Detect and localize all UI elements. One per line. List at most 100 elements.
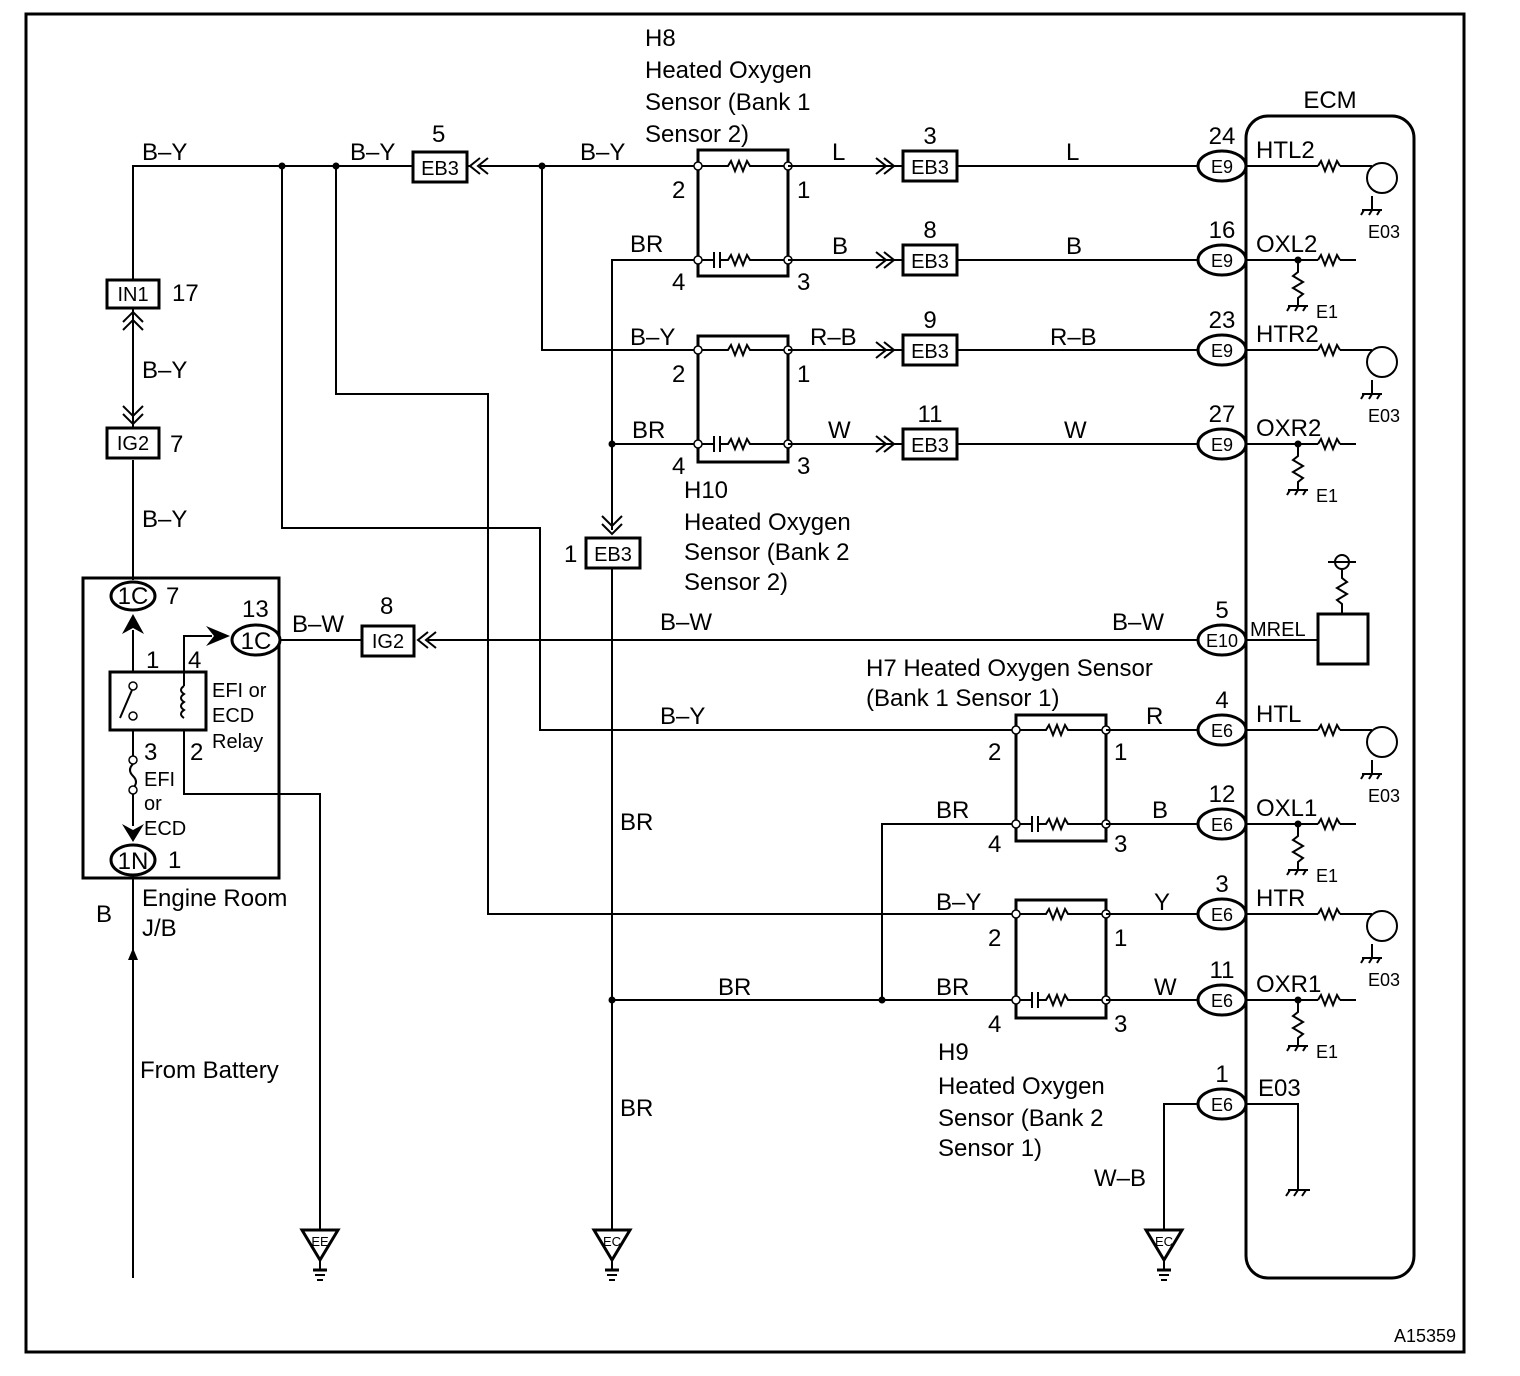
pin-number: 23 bbox=[1209, 307, 1236, 334]
wire-label: BR bbox=[620, 809, 653, 836]
ground-icon bbox=[1285, 1189, 1310, 1197]
ground-icon bbox=[1360, 957, 1382, 964]
connector-label: EB3 bbox=[594, 544, 632, 566]
connector-label: E9 bbox=[1211, 435, 1233, 455]
connector-label: EB3 bbox=[421, 158, 459, 180]
ecm-internals: E03HTL2E1OXL2E03HTR2E1OXR2E03HTLE1OXL1E0… bbox=[1246, 137, 1400, 1062]
wire-label: BR bbox=[936, 974, 969, 1001]
ecm-terminal-label: OXR1 bbox=[1256, 971, 1321, 998]
ecm-circuit-htl: E03 HTL bbox=[1246, 701, 1400, 806]
br-ground-bus: EB3 1 BR BR BR BR BR BR BR bbox=[564, 231, 1016, 1232]
relay-pin: 1 bbox=[146, 647, 159, 674]
ground-label: EC bbox=[603, 1234, 621, 1249]
relay-pin: 4 bbox=[188, 647, 201, 674]
fuse-label: or bbox=[144, 793, 162, 815]
sensor-id: H8 bbox=[645, 25, 676, 52]
sensor-id: H10 bbox=[684, 477, 728, 504]
ecm-terminal-label: MREL bbox=[1250, 619, 1306, 641]
connector-1n bbox=[109, 843, 157, 877]
ground-label: E1 bbox=[1316, 866, 1338, 886]
connector-label: IG2 bbox=[372, 631, 404, 653]
ecm-terminal-label: OXL1 bbox=[1256, 795, 1317, 822]
ecm-circuit-htl2: E03 HTL2 bbox=[1246, 137, 1400, 242]
pin-number: 24 bbox=[1209, 123, 1236, 150]
pin-number: 13 bbox=[242, 596, 269, 623]
ecm-terminal-label: HTL bbox=[1256, 701, 1301, 728]
connector-label: E9 bbox=[1211, 341, 1233, 361]
heater-resistor-icon bbox=[698, 342, 788, 358]
wire-label: B–Y bbox=[142, 139, 187, 166]
sensor-h8: H8 Heated Oxygen Sensor (Bank 1 Sensor 2… bbox=[645, 25, 812, 296]
connector-eb3-5 bbox=[411, 150, 469, 184]
ecm-terminal-label: HTL2 bbox=[1256, 137, 1315, 164]
fuse-icon bbox=[129, 763, 137, 789]
wire-label: B–W bbox=[292, 611, 344, 638]
wire-label: B bbox=[1152, 797, 1168, 824]
sensor-pin: 3 bbox=[797, 269, 810, 296]
sensor-pin: 1 bbox=[797, 177, 810, 204]
connector-label: EB3 bbox=[911, 435, 949, 457]
pin-number: 8 bbox=[380, 593, 393, 620]
sensor-pin: 2 bbox=[988, 739, 1001, 766]
relay-label: ECD bbox=[212, 705, 254, 727]
pin-number: 11 bbox=[1210, 957, 1235, 984]
transistor-icon bbox=[1366, 726, 1398, 758]
connector-label: E6 bbox=[1211, 1095, 1233, 1115]
sensor-label: Sensor (Bank 2 bbox=[684, 539, 849, 566]
connector-label: E6 bbox=[1211, 721, 1233, 741]
pin-number: 5 bbox=[432, 121, 445, 148]
ground-point-ec: EC bbox=[1143, 1228, 1185, 1281]
connector-1c-top bbox=[109, 580, 157, 612]
transistor-icon bbox=[1366, 910, 1398, 942]
pin-number: 1 bbox=[168, 847, 181, 874]
ground-label: E03 bbox=[1368, 222, 1400, 242]
sensor-pin: 3 bbox=[797, 453, 810, 480]
sensor-label: Heated Oxygen bbox=[684, 509, 851, 536]
ecm-box bbox=[1244, 114, 1416, 1280]
connector-label: EB3 bbox=[911, 157, 949, 179]
sensor-pin: 3 bbox=[1114, 1011, 1127, 1038]
connector-label: IN1 bbox=[117, 284, 148, 306]
ecm-terminal-label: E03 bbox=[1258, 1075, 1301, 1102]
connector-label: E9 bbox=[1211, 251, 1233, 271]
connector-e6: E61 bbox=[1196, 1061, 1248, 1121]
figure-id: A15359 bbox=[1394, 1326, 1456, 1346]
ground-icon bbox=[1286, 305, 1308, 312]
pin-number: 7 bbox=[170, 431, 183, 458]
wire-label: R–B bbox=[810, 324, 857, 351]
ground-label: E03 bbox=[1368, 786, 1400, 806]
efi-relay bbox=[108, 670, 208, 732]
ecm-terminal-label: OXR2 bbox=[1256, 415, 1321, 442]
sensor-pin: 1 bbox=[1114, 739, 1127, 766]
wire-label: B bbox=[96, 901, 112, 928]
pin-number: 3 bbox=[923, 123, 936, 150]
sensor-pin: 2 bbox=[672, 177, 685, 204]
sensor-element-icon bbox=[1016, 816, 1106, 832]
wire-label: BR bbox=[630, 231, 663, 258]
sensor-id: H9 bbox=[938, 1039, 969, 1066]
pin-number: 11 bbox=[918, 401, 943, 428]
diagram-frame bbox=[24, 12, 1466, 1354]
heater-resistor-icon bbox=[698, 158, 788, 174]
wire-label: B–W bbox=[1112, 609, 1164, 636]
heater-resistor-icon bbox=[1016, 722, 1106, 738]
wire-label: BR bbox=[718, 974, 751, 1001]
mrel-relay-driver bbox=[1316, 612, 1370, 666]
sensor-label: Heated Oxygen bbox=[645, 57, 812, 84]
sensor-element-icon bbox=[698, 436, 788, 452]
relay-pin: 2 bbox=[190, 739, 203, 766]
jb-label: Engine Room bbox=[142, 885, 287, 912]
wire-label: B–W bbox=[660, 609, 712, 636]
sensor-label: Sensor (Bank 1 bbox=[645, 89, 810, 116]
wire-label: B–Y bbox=[936, 889, 981, 916]
sensor-pin: 1 bbox=[1114, 925, 1127, 952]
